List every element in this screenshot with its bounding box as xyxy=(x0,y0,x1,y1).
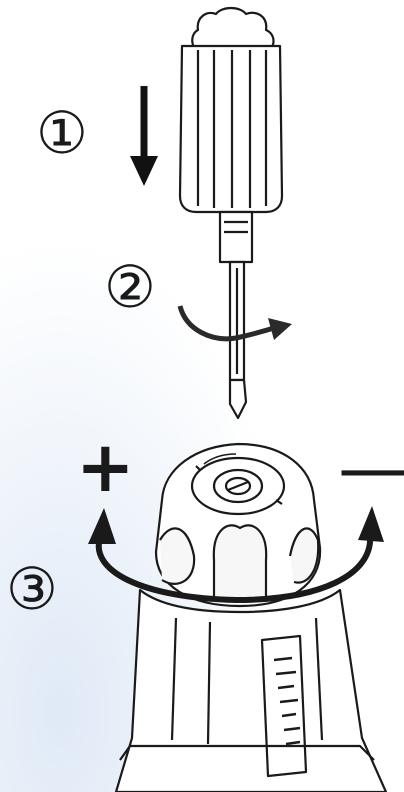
rotate-arrow-icon xyxy=(177,305,292,342)
screwdriver xyxy=(178,6,284,420)
adjuster-knob xyxy=(154,442,322,608)
step-2-label: ② xyxy=(104,253,156,321)
valve-body xyxy=(114,588,388,792)
increase-sign: + xyxy=(76,426,135,508)
step-3-label: ③ xyxy=(6,555,58,623)
step-1-label: ① xyxy=(36,99,88,167)
decrease-sign: — xyxy=(338,426,404,510)
down-arrow-icon xyxy=(130,86,158,186)
adjust-rotation-arrow-icon xyxy=(88,506,384,604)
